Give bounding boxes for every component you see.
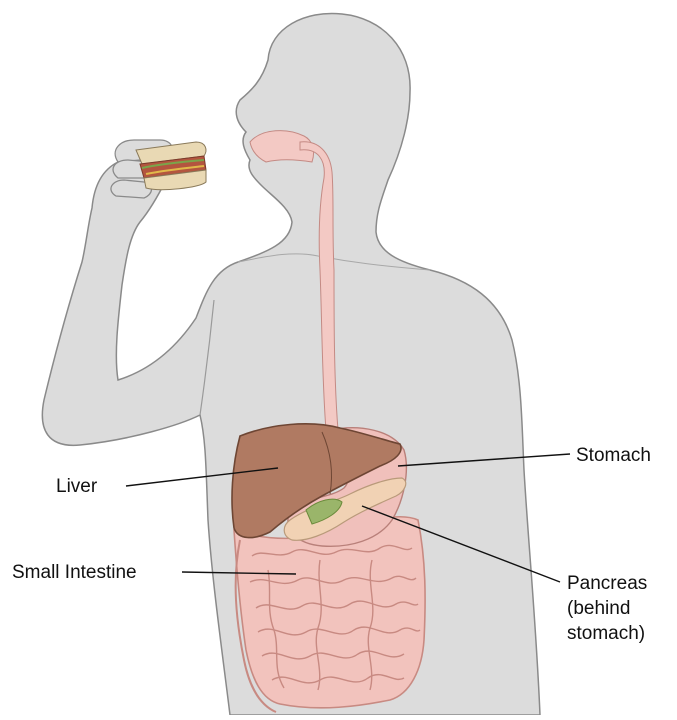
liver-label: Liver (56, 476, 98, 497)
sandwich-icon (136, 142, 206, 190)
stomach-label: Stomach (576, 445, 651, 466)
pancreas-label-line2: (behind (567, 598, 630, 619)
small-intestine-label: Small Intestine (12, 562, 137, 583)
pancreas-label-line3: stomach) (567, 623, 645, 644)
pancreas-label-line1: Pancreas (567, 573, 647, 594)
